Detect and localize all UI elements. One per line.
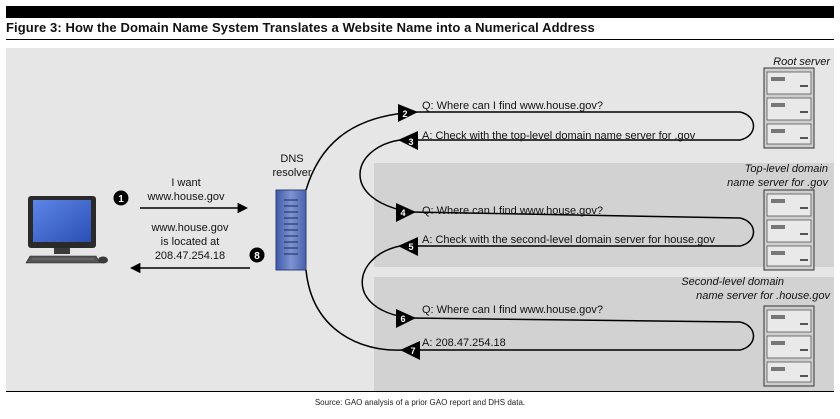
step-5-text: A: Check with the second-level domain se… — [422, 234, 715, 246]
svg-text:8: 8 — [254, 251, 260, 262]
sld-band — [374, 277, 834, 391]
step-3-arrowhead — [398, 131, 418, 150]
resolver-label-1: DNS — [280, 153, 304, 165]
step-2-arrowhead — [398, 104, 418, 122]
sld-loop — [402, 317, 755, 351]
request-label-1: I want — [171, 177, 201, 189]
svg-text:1: 1 — [118, 194, 124, 205]
title-bar — [6, 6, 834, 18]
request-label-2: www.house.gov — [147, 191, 225, 203]
step-5-number: 5 — [408, 242, 413, 252]
source-note: Source: GAO analysis of a prior GAO repo… — [314, 398, 526, 407]
step-6-text: Q: Where can I find www.house.gov? — [422, 304, 603, 316]
step-5-arrowhead — [398, 237, 418, 256]
sld-return-curve — [305, 269, 403, 351]
tld-server-icon — [763, 189, 815, 271]
step-2-number: 2 — [402, 109, 407, 119]
step-7-number: 7 — [410, 346, 415, 356]
tld-server-label-1: Top-level domain — [744, 163, 828, 175]
response-label-2: is located at — [160, 236, 220, 248]
response-label-3: 208.47.254.18 — [154, 250, 226, 262]
step-2-text: Q: Where can I find www.house.gov? — [422, 100, 603, 112]
sld-server-label-1: Second-level domain — [681, 276, 784, 288]
step-3-number: 3 — [408, 137, 413, 147]
step-4-arrowhead — [396, 203, 416, 222]
bottom-rule — [6, 391, 834, 392]
response-label-1: www.house.gov — [151, 222, 229, 234]
step-6-number: 6 — [400, 314, 405, 324]
dns-resolver-icon — [275, 189, 307, 271]
step-4-number: 4 — [400, 208, 405, 218]
root-server-label: Root server — [773, 56, 830, 68]
step-4-text: Q: Where can I find www.house.gov? — [422, 205, 603, 217]
sld-server-icon — [763, 305, 815, 387]
step-1-badge: 1 — [113, 190, 129, 206]
computer-icon — [25, 196, 108, 264]
sld-server-label-2: name server for .house.gov — [696, 290, 830, 302]
step-7-text: A: 208.47.254.18 — [422, 337, 506, 349]
root-to-tld-curve — [359, 139, 411, 213]
step-6-arrowhead — [396, 309, 416, 328]
resolver-label-2: resolver — [272, 167, 312, 179]
figure-title: Figure 3: How the Domain Name System Tra… — [6, 20, 595, 35]
root-server-icon — [763, 67, 815, 149]
step-3-text: A: Check with the top-level domain name … — [422, 130, 696, 142]
tld-to-sld-curve — [361, 245, 411, 319]
step-8-badge: 8 — [249, 247, 265, 263]
tld-loop — [400, 211, 755, 247]
step-7-arrowhead — [400, 341, 420, 360]
title-rule — [6, 39, 834, 40]
tld-server-label-2: name server for .gov — [727, 177, 828, 189]
